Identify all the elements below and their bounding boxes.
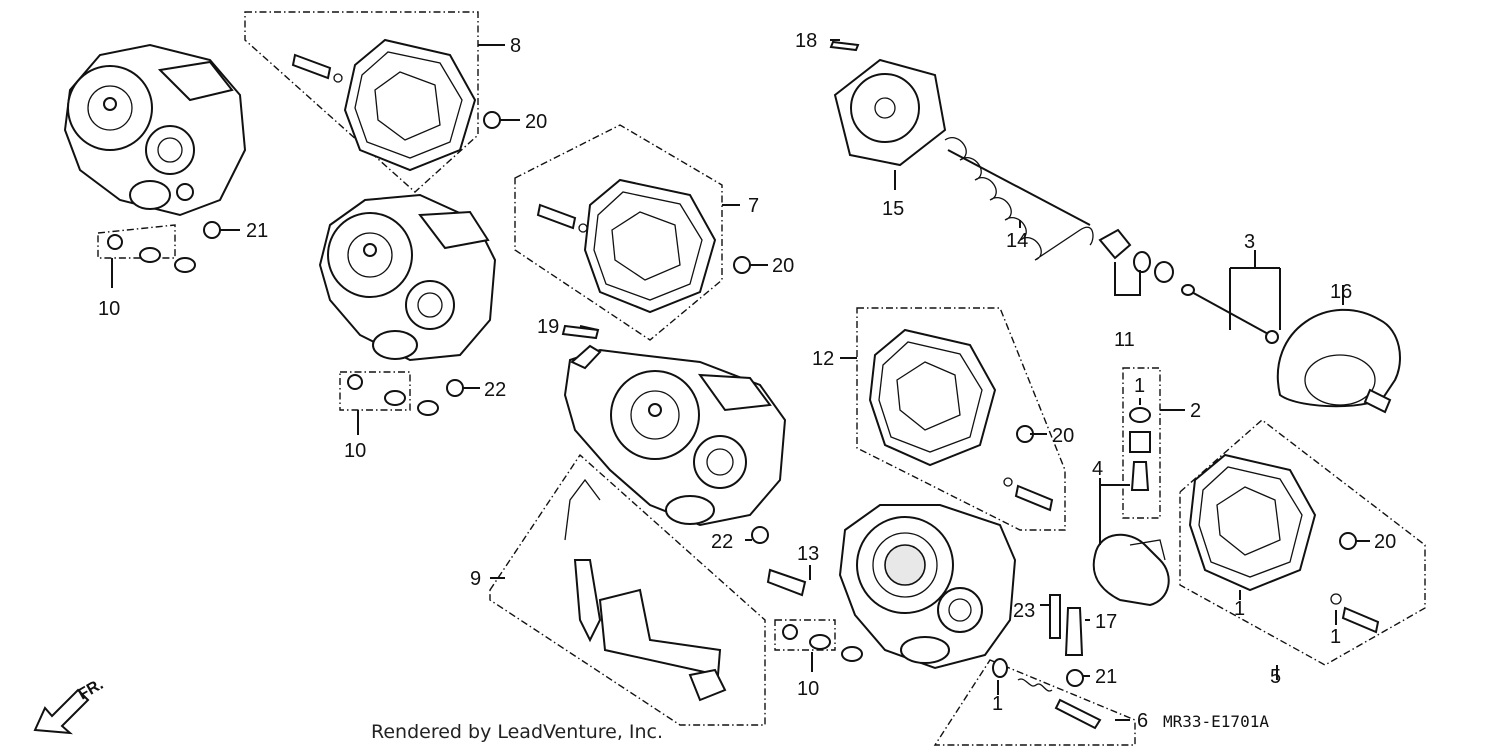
callout-20-b: 20 <box>772 255 794 277</box>
screw-set-10c <box>774 619 863 662</box>
float-valve-2 <box>1122 367 1161 519</box>
callout-9: 9 <box>470 568 481 590</box>
float-chamber-8 <box>244 11 479 193</box>
pilot-screw-set-6 <box>933 658 1136 746</box>
leader-lines <box>111 39 1370 721</box>
callout-6: 6 <box>1137 710 1148 732</box>
callout-numbers: 8 20 7 20 21 10 22 10 19 22 9 13 10 18 1… <box>98 30 1396 732</box>
callout-10-c: 10 <box>797 678 819 700</box>
callout-18: 18 <box>795 30 817 52</box>
float-chamber-12 <box>856 307 1066 531</box>
bracket-9 <box>489 453 766 726</box>
front-direction-indicator: FR. <box>33 676 106 735</box>
callout-15: 15 <box>882 198 904 220</box>
callout-1-c: 1 <box>1330 626 1341 648</box>
carburetor-body-top-left <box>63 43 247 217</box>
callout-22-a: 22 <box>484 379 506 401</box>
screw-set-10a <box>97 224 196 273</box>
diaphragm-cover-15 <box>829 40 947 167</box>
front-arrow-icon <box>33 688 90 735</box>
callout-5: 5 <box>1270 666 1281 688</box>
callout-22-b: 22 <box>711 531 733 553</box>
callout-1-a: 1 <box>1134 375 1145 397</box>
callout-21-a: 21 <box>246 220 268 242</box>
callout-12: 12 <box>812 348 834 370</box>
float-chamber-5 <box>1179 419 1426 666</box>
carburetor-body-center <box>563 344 787 527</box>
credit-line: Rendered by LeadVenture, Inc. <box>371 721 663 743</box>
screw-set-10b <box>339 371 439 416</box>
callout-10-b: 10 <box>344 440 366 462</box>
callout-4: 4 <box>1092 458 1103 480</box>
callout-20-c: 20 <box>1052 425 1074 447</box>
callout-7: 7 <box>748 195 759 217</box>
callout-20-a: 20 <box>525 111 547 133</box>
callout-23: 23 <box>1013 600 1035 622</box>
callout-1-b: 1 <box>1234 598 1245 620</box>
callout-19: 19 <box>537 316 559 338</box>
jet-needle-set-11 <box>1098 228 1174 283</box>
carburetor-body-lower <box>838 504 1017 670</box>
small-fasteners <box>203 111 1357 687</box>
callout-10-a: 10 <box>98 298 120 320</box>
carburetor-body-second <box>318 193 497 362</box>
callout-20-d: 20 <box>1374 531 1396 553</box>
callout-14: 14 <box>1006 230 1028 252</box>
callout-11: 11 <box>1114 329 1135 351</box>
float-chamber-7 <box>514 124 723 341</box>
callout-17: 17 <box>1095 611 1117 633</box>
diagram-code: MR33-E1701A <box>1163 712 1269 731</box>
callout-3: 3 <box>1244 231 1255 253</box>
callout-13: 13 <box>797 543 819 565</box>
callout-16: 16 <box>1330 281 1352 303</box>
callout-2: 2 <box>1190 400 1201 422</box>
callout-1-d: 1 <box>992 693 1003 715</box>
vacuum-piston-16 <box>1277 309 1401 414</box>
callout-8: 8 <box>510 35 521 57</box>
float-4 <box>1092 533 1170 607</box>
callout-21-b: 21 <box>1095 666 1117 688</box>
spring-14 <box>944 137 1094 261</box>
